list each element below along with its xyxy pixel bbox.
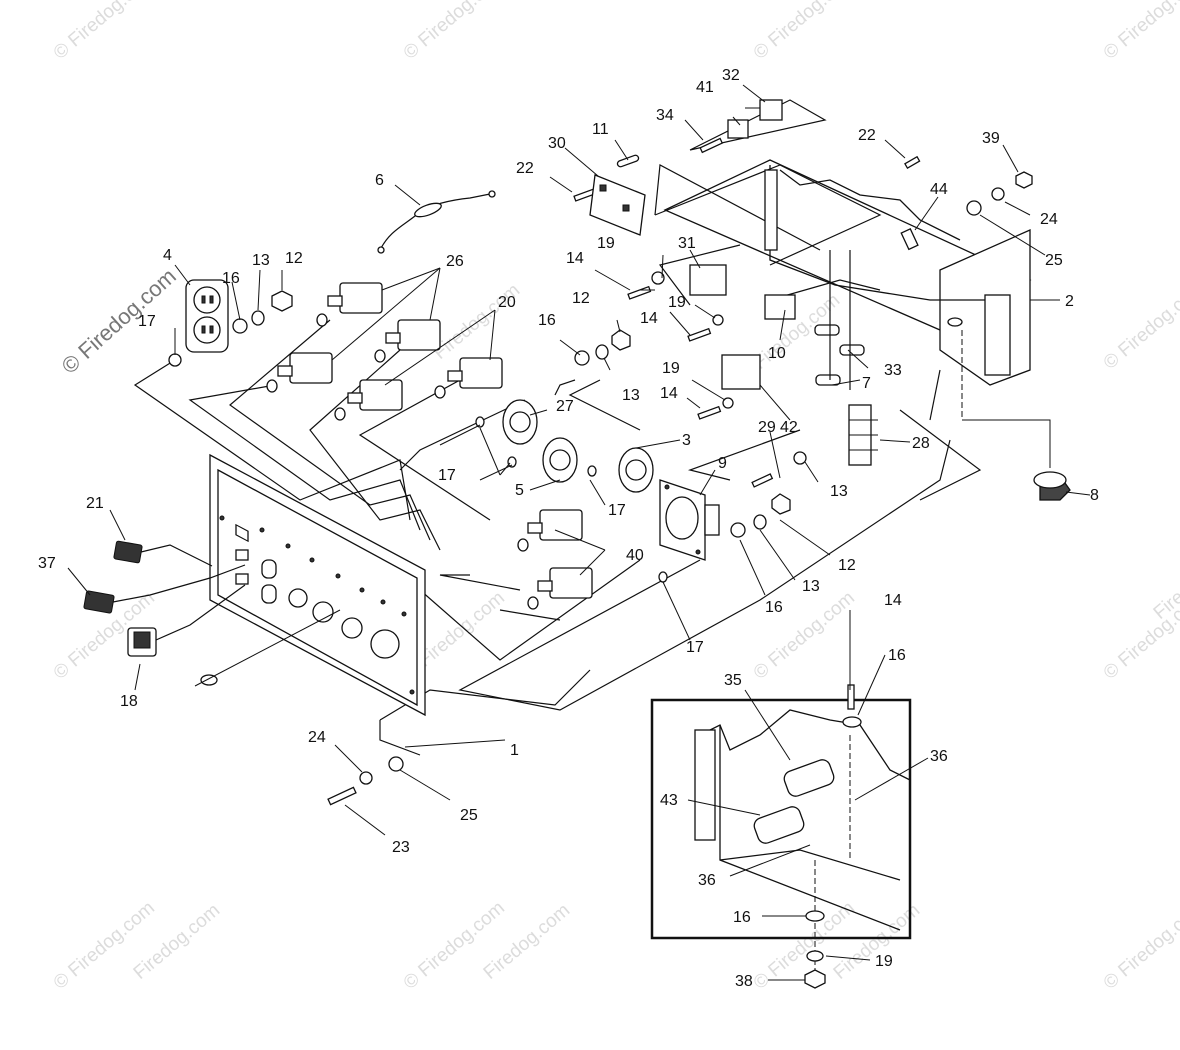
callout-12-mid: 12 bbox=[572, 290, 590, 307]
breaker-40a bbox=[527, 509, 583, 541]
callout-7: 7 bbox=[862, 375, 871, 392]
inset-panel bbox=[650, 684, 912, 989]
callout-22-a: 22 bbox=[516, 160, 534, 177]
callout-4: 4 bbox=[163, 247, 172, 264]
callout-44: 44 bbox=[930, 181, 948, 198]
callout-10: 10 bbox=[768, 345, 786, 362]
receptacle-27 bbox=[502, 399, 538, 445]
receptacle-9 bbox=[659, 479, 720, 561]
callout-23: 23 bbox=[392, 839, 410, 856]
twistlock-receptacles bbox=[439, 399, 668, 583]
callout-2: 2 bbox=[1065, 293, 1074, 310]
callout-16-low: 16 bbox=[765, 599, 783, 616]
front-panel bbox=[194, 453, 426, 717]
watermark: © Firedog.com bbox=[400, 0, 509, 64]
callout-16-mid: 16 bbox=[538, 312, 556, 329]
callout-36-b: 36 bbox=[698, 872, 716, 889]
callout-33: 33 bbox=[884, 362, 902, 379]
callout-32: 32 bbox=[722, 67, 740, 84]
callout-16-inset-top: 16 bbox=[888, 647, 906, 664]
callout-37: 37 bbox=[38, 555, 56, 572]
callout-14-inset: 14 bbox=[884, 592, 902, 609]
callout-19-inset: 19 bbox=[875, 953, 893, 970]
breaker-26a bbox=[327, 282, 383, 314]
callout-19-a: 19 bbox=[597, 235, 615, 252]
callout-17-b: 17 bbox=[438, 467, 456, 484]
callout-14-b: 14 bbox=[640, 310, 658, 327]
hardware bbox=[168, 137, 1071, 806]
callout-21: 21 bbox=[86, 495, 104, 512]
callout-31: 31 bbox=[678, 235, 696, 252]
callout-25-b: 25 bbox=[1045, 252, 1063, 269]
callout-19-b: 19 bbox=[668, 294, 686, 311]
breakers bbox=[266, 282, 593, 610]
callout-17-d: 17 bbox=[686, 639, 704, 656]
callout-3: 3 bbox=[682, 432, 691, 449]
watermark: Firedog.com bbox=[1150, 540, 1180, 624]
callout-12-low: 12 bbox=[838, 557, 856, 574]
callout-11: 11 bbox=[592, 121, 609, 138]
callout-34: 34 bbox=[656, 107, 674, 124]
callout-5: 5 bbox=[515, 482, 524, 499]
watermark-strong: © Firedog.com bbox=[57, 263, 181, 378]
callout-40: 40 bbox=[626, 547, 644, 564]
callout-labels: 1 2 3 4 5 6 7 8 9 10 11 12 12 12 13 13 1… bbox=[38, 67, 1099, 990]
breaker-20b bbox=[347, 379, 403, 411]
watermark: © Firedog.com bbox=[1100, 277, 1180, 373]
callout-39: 39 bbox=[982, 130, 1000, 147]
callout-9: 9 bbox=[718, 455, 727, 472]
watermark: © Firedog.com bbox=[50, 0, 159, 64]
callout-13-mid: 13 bbox=[622, 387, 640, 404]
callout-1: 1 bbox=[510, 742, 519, 759]
callout-38: 38 bbox=[735, 973, 753, 990]
callout-35: 35 bbox=[724, 672, 742, 689]
callout-29: 29 bbox=[758, 419, 776, 436]
watermark: © Firedog.com bbox=[1100, 0, 1180, 64]
callout-22-b: 22 bbox=[858, 127, 876, 144]
callout-24-a: 24 bbox=[308, 729, 326, 746]
callout-12-top: 12 bbox=[285, 250, 303, 267]
callout-13-top: 13 bbox=[252, 252, 270, 269]
callout-25-a: 25 bbox=[460, 807, 478, 824]
callout-20: 20 bbox=[498, 294, 516, 311]
control-box bbox=[663, 159, 1051, 468]
breaker-26c bbox=[277, 352, 333, 384]
callout-19-c: 19 bbox=[662, 360, 680, 377]
callout-13-right: 13 bbox=[830, 483, 848, 500]
watermark: © Firedog.com bbox=[750, 0, 859, 64]
breaker-20a bbox=[447, 357, 503, 389]
breaker-26b bbox=[385, 319, 441, 351]
callout-17-a: 17 bbox=[138, 313, 156, 330]
callout-43: 43 bbox=[660, 792, 678, 809]
receptacle-5 bbox=[542, 437, 578, 483]
callout-30: 30 bbox=[548, 135, 566, 152]
breaker-40b bbox=[537, 567, 593, 599]
callout-27: 27 bbox=[556, 398, 574, 415]
wire-assembly-6 bbox=[377, 190, 496, 254]
callout-13-low: 13 bbox=[802, 578, 820, 595]
electronics bbox=[589, 99, 878, 466]
watermark: © Firedog.com bbox=[1100, 897, 1180, 993]
callout-28: 28 bbox=[912, 435, 930, 452]
receptacle-3 bbox=[618, 447, 654, 493]
callout-18: 18 bbox=[120, 693, 138, 710]
callout-41: 41 bbox=[696, 79, 714, 96]
callout-36-a: 36 bbox=[930, 748, 948, 765]
callout-6: 6 bbox=[375, 172, 384, 189]
callout-16-inset-low: 16 bbox=[733, 909, 751, 926]
callout-42: 42 bbox=[780, 419, 798, 436]
receptacle-4 bbox=[185, 279, 229, 353]
callout-17-c: 17 bbox=[608, 502, 626, 519]
callout-16-top: 16 bbox=[222, 270, 240, 287]
callout-8: 8 bbox=[1090, 487, 1099, 504]
callout-24-b: 24 bbox=[1040, 211, 1058, 228]
switches bbox=[83, 540, 246, 657]
callout-14-a: 14 bbox=[566, 250, 584, 267]
callout-26: 26 bbox=[446, 253, 464, 270]
callout-leaders bbox=[67, 84, 1091, 981]
callout-14-c: 14 bbox=[660, 385, 678, 402]
